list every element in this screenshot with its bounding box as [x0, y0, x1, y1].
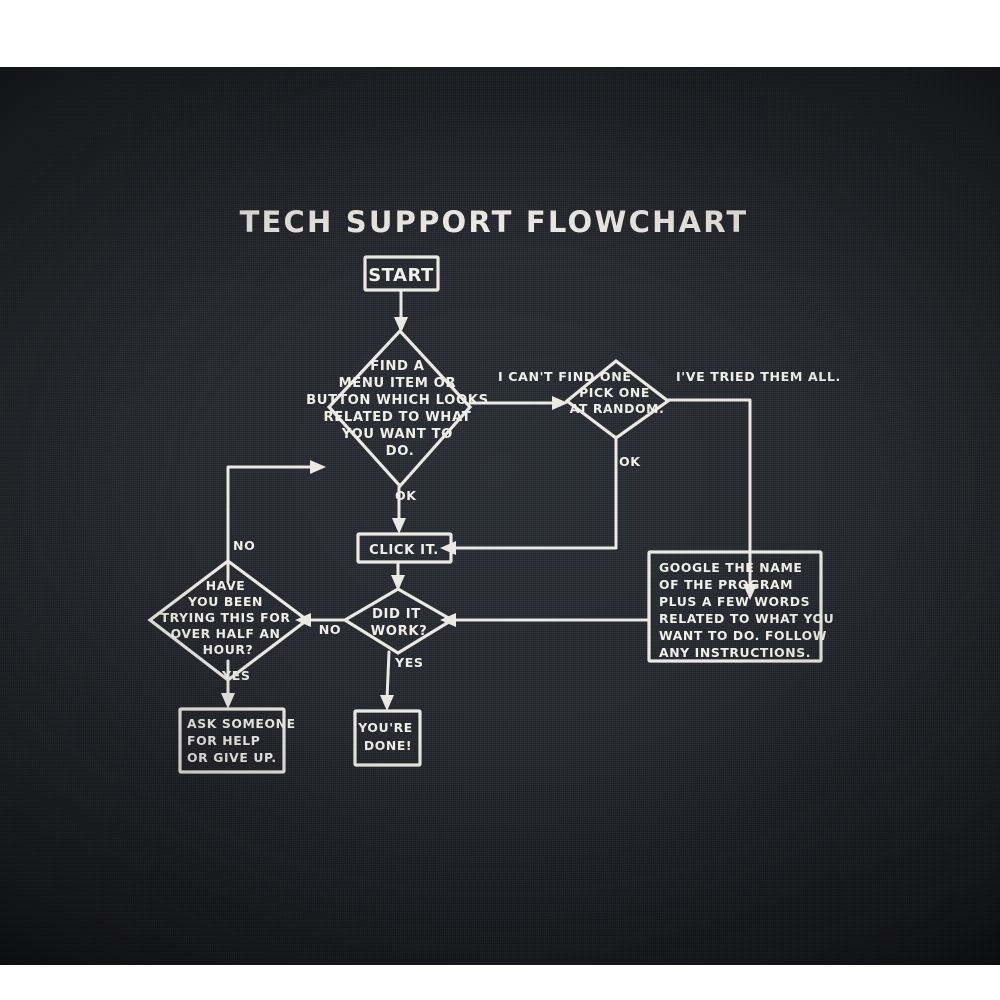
edge-random-click	[450, 435, 618, 550]
shirt-fabric-background: TECH SUPPORT FLOWCHART	[0, 67, 1000, 965]
node-did-it-work[interactable]: DID IT WORK?	[341, 587, 456, 655]
node-find-menu-item-shape	[326, 328, 473, 489]
node-ask-someone[interactable]: ASK SOMEONE FOR HELP OR GIVE UP.	[178, 707, 301, 774]
node-google-the-name[interactable]: GOOGLE THE NAME OF THE PROGRAM PLUS A FE…	[647, 550, 839, 663]
flowchart: TECH SUPPORT FLOWCHART	[147, 205, 841, 774]
edge-work-done	[385, 650, 391, 701]
node-click-it[interactable]: CLICK IT.	[356, 532, 453, 564]
node-youre-done-label: YOU'RE DONE!	[357, 720, 417, 753]
arrowhead-half-find	[310, 460, 326, 474]
arrowhead-find-random	[552, 396, 568, 410]
edge-label-yes-work: YES	[394, 655, 424, 670]
arrowhead-work-done	[380, 695, 394, 711]
edge-label-tried-all: I'VE TRIED THEM ALL.	[676, 369, 841, 384]
arrowhead-find-click	[392, 518, 406, 534]
node-youre-done[interactable]: YOU'RE DONE!	[353, 709, 422, 767]
edge-label-cant-find: I CAN'T FIND ONE	[498, 369, 632, 384]
edge-half-find	[226, 465, 316, 582]
node-start[interactable]: START	[363, 255, 440, 292]
node-start-label: START	[368, 265, 434, 286]
arrowhead-half-ask	[221, 693, 235, 709]
node-find-menu-item[interactable]: FIND A MENU ITEM OR BUTTON WHICH LOOKS R…	[306, 328, 494, 489]
node-did-it-work-label: DID IT WORK?	[371, 607, 428, 639]
node-find-menu-item-label: FIND A MENU ITEM OR BUTTON WHICH LOOKS R…	[306, 359, 494, 459]
edge-label-ok-find: OK	[395, 488, 417, 503]
arrowhead-random-click	[440, 541, 456, 555]
chart-title: TECH SUPPORT FLOWCHART	[240, 205, 749, 239]
edge-label-no-half: NO	[233, 538, 255, 553]
edge-label-ok-random: OK	[619, 454, 641, 469]
node-click-it-label: CLICK IT.	[369, 543, 439, 558]
node-pick-at-random-label: PICK ONE AT RANDOM.	[570, 385, 665, 416]
edge-label-no-work: NO	[319, 622, 341, 637]
